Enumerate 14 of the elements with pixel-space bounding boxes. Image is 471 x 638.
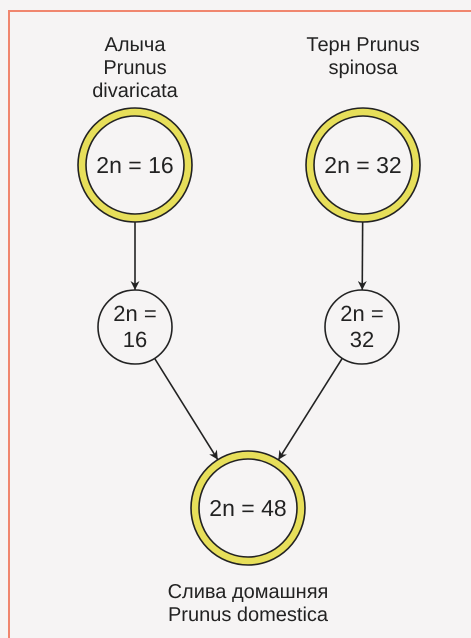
arrow [278,358,343,460]
arrow [130,222,140,290]
chromosome-circle [325,288,399,366]
species-label: Алыча Prunus divaricata [91,34,179,103]
chromosome-number: 2n = 48 [208,494,288,523]
chromosome-number: 2n = 16 [95,151,175,180]
chromosome-number: 2n = 32 [339,300,385,354]
chromosome-number: 2n = 16 [112,300,158,354]
species-label: Слива домашняя Prunus domestica [166,581,330,627]
arrow [358,222,367,290]
chromosome-circle [98,288,172,366]
arrow [154,358,218,460]
species-label: Терн Prunus spinosa [305,34,421,80]
chromosome-number: 2n = 32 [323,151,403,180]
